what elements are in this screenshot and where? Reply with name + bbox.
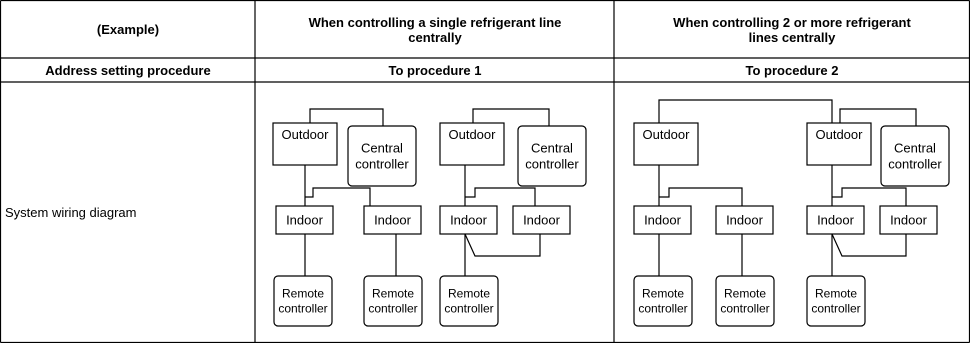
central-controller-label: Central <box>531 141 573 156</box>
central-controller-label: controller <box>525 157 579 172</box>
header-single-line-2: centrally <box>408 29 462 45</box>
indoor-unit-label: Indoor <box>817 213 855 228</box>
indoor-unit-label: Indoor <box>523 213 561 228</box>
wire <box>465 187 536 206</box>
wire <box>309 108 384 126</box>
wire <box>472 108 550 126</box>
indoor-unit: Indoor <box>633 205 692 235</box>
header-multi-line-1: When controlling 2 or more refrigerant <box>673 14 911 30</box>
wire <box>659 187 743 206</box>
remote-controller-label: controller <box>444 302 493 316</box>
indoor-unit: Indoor <box>879 205 938 235</box>
central-controller-label: controller <box>355 157 409 172</box>
diagram-row-label: System wiring diagram <box>5 205 137 220</box>
remote-controller-label: Remote <box>642 287 684 301</box>
outdoor-unit: Outdoor <box>439 122 505 166</box>
wire <box>831 233 907 257</box>
wire <box>832 187 907 206</box>
outdoor-unit-label: Outdoor <box>643 127 691 142</box>
indoor-unit: Indoor <box>439 205 498 235</box>
remote-controller-label: Remote <box>448 287 490 301</box>
indoor-unit: Indoor <box>512 205 571 235</box>
outdoor-unit-label: Outdoor <box>449 127 497 142</box>
indoor-unit-label: Indoor <box>644 213 682 228</box>
wire <box>464 233 541 257</box>
indoor-unit-label: Indoor <box>890 213 928 228</box>
wire <box>658 99 833 123</box>
procedure-multi: To procedure 2 <box>745 63 839 78</box>
indoor-unit: Indoor <box>715 205 774 235</box>
indoor-unit: Indoor <box>363 205 422 235</box>
remote-controller-label: Remote <box>724 287 766 301</box>
indoor-unit: Indoor <box>806 205 865 235</box>
remote-controller-label: Remote <box>282 287 324 301</box>
outdoor-unit: Outdoor <box>806 122 872 166</box>
header-multi-line-2: lines centrally <box>748 29 836 45</box>
indoor-unit-label: Indoor <box>450 213 488 228</box>
wiring-lines <box>304 99 917 276</box>
procedure-label: Address setting procedure <box>45 63 211 78</box>
indoor-unit-label: Indoor <box>286 213 324 228</box>
remote-controller-label: Remote <box>815 287 857 301</box>
indoor-unit-label: Indoor <box>726 213 764 228</box>
header-example: (Example) <box>96 22 160 37</box>
header-single-line: When controlling a single refrigerant li… <box>256 1 614 58</box>
header-single-line-1: When controlling a single refrigerant li… <box>308 14 562 30</box>
remote-controller-label: controller <box>278 302 327 316</box>
header-multi-line: When controlling 2 or more refrigerant l… <box>615 1 969 58</box>
indoor-unit-label: Indoor <box>374 213 412 228</box>
remote-controller-label: controller <box>638 302 687 316</box>
remote-controller-label: Remote <box>372 287 414 301</box>
wire <box>839 108 917 126</box>
indoor-unit: Indoor <box>275 205 334 235</box>
central-controller-label: Central <box>361 141 403 156</box>
outdoor-unit: Outdoor <box>272 122 338 166</box>
remote-controller-label: controller <box>368 302 417 316</box>
central-controller-label: Central <box>894 141 936 156</box>
outdoor-unit-label: Outdoor <box>816 127 864 142</box>
remote-controller-label: controller <box>720 302 769 316</box>
outdoor-unit: Outdoor <box>633 122 699 166</box>
wire <box>305 187 371 206</box>
central-controller-label: controller <box>888 157 942 172</box>
remote-controller-label: controller <box>811 302 860 316</box>
outdoor-unit-label: Outdoor <box>282 127 330 142</box>
procedure-single: To procedure 1 <box>388 63 482 78</box>
